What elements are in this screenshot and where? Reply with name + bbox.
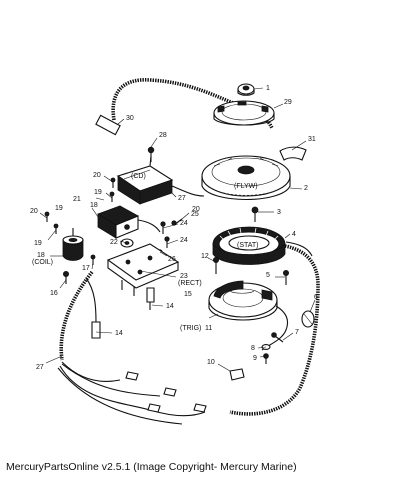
callout-31: 31 [308, 136, 316, 143]
wire-harness-27-left [57, 270, 207, 425]
callout-9: 9 [253, 355, 257, 362]
label-cd: (CD) [131, 173, 146, 180]
screw-28 [147, 146, 155, 162]
callout-24a: 24 [180, 220, 188, 227]
wire-harness-27-right [229, 241, 320, 416]
screw-20-left [44, 211, 50, 222]
screw-5 [282, 269, 289, 285]
flywheel-nut [237, 83, 255, 96]
callout-10: 10 [207, 359, 215, 366]
screw-7 [271, 332, 284, 343]
callout-3: 3 [277, 209, 281, 216]
screw-19-top [109, 191, 115, 202]
callout-29: 29 [284, 99, 292, 106]
cd-module [116, 155, 205, 205]
callout-20a: 20 [30, 208, 38, 215]
callout-14b: 14 [115, 330, 123, 337]
screw-20-top [110, 177, 116, 188]
flywheel-cover-29 [213, 100, 275, 126]
callout-21: 21 [73, 196, 81, 203]
clamp-10 [229, 368, 245, 381]
spark-plug-lead-14 [85, 277, 101, 339]
label-stat: (STAT) [237, 242, 259, 249]
callout-8: 8 [251, 345, 255, 352]
callout-19a: 19 [55, 205, 63, 212]
bolt-3 [251, 206, 259, 222]
callout-19c: 19 [94, 189, 102, 196]
callout-19b: 19 [34, 240, 42, 247]
callout-6: 6 [314, 294, 318, 301]
callout-15: 15 [184, 291, 192, 298]
callout-30: 30 [126, 115, 134, 122]
callout-22: 22 [110, 239, 118, 246]
screw-9 [263, 353, 269, 364]
callout-26: 26 [168, 256, 176, 263]
callout-2: 2 [304, 185, 308, 192]
label-coil: (COIL) [32, 259, 53, 266]
callout-20b: 20 [93, 172, 101, 179]
switch-box-21 [97, 205, 161, 239]
screw-24b [164, 236, 170, 248]
callout-7: 7 [295, 329, 299, 336]
callout-25: 25 [191, 211, 199, 218]
callout-18b: 18 [90, 202, 98, 209]
rectifier-bracket-23 [106, 243, 180, 296]
callout-11: 11 [205, 325, 212, 332]
callout-18: 18 [37, 252, 45, 259]
flywheel-2 [201, 155, 291, 200]
callout-1: 1 [266, 85, 270, 92]
callout-5: 5 [266, 272, 270, 279]
label-rect: (RECT) [178, 280, 202, 287]
trigger-11 [208, 280, 289, 351]
callout-14a: 14 [166, 303, 174, 310]
callout-23: 23 [180, 273, 188, 280]
callout-4: 4 [292, 231, 296, 238]
wire-harness-30 [95, 78, 274, 136]
screw-12 [212, 256, 219, 274]
screw-24a [160, 221, 166, 234]
callout-12: 12 [201, 253, 209, 260]
callout-20c: 20 [192, 206, 200, 213]
callout-24b: 24 [180, 237, 188, 244]
clip-6 [301, 310, 315, 328]
decal-31 [279, 146, 307, 161]
screw-19-left [53, 223, 59, 234]
callout-17: 17 [82, 265, 90, 272]
callout-16: 16 [50, 290, 58, 297]
label-trig: (TRIG) [180, 325, 201, 332]
leader-lines [39, 87, 316, 372]
ignition-coil-18 [62, 228, 84, 261]
spark-plug-boot-15 [146, 287, 155, 310]
copyright-caption: MercuryPartsOnline v2.5.1 (Image Copyrig… [6, 461, 297, 473]
callout-28: 28 [159, 132, 167, 139]
stator-4 [212, 226, 286, 265]
callout-27b: 27 [36, 364, 44, 371]
callout-27a: 27 [178, 195, 186, 202]
label-flyw: (FLYW) [234, 183, 258, 190]
